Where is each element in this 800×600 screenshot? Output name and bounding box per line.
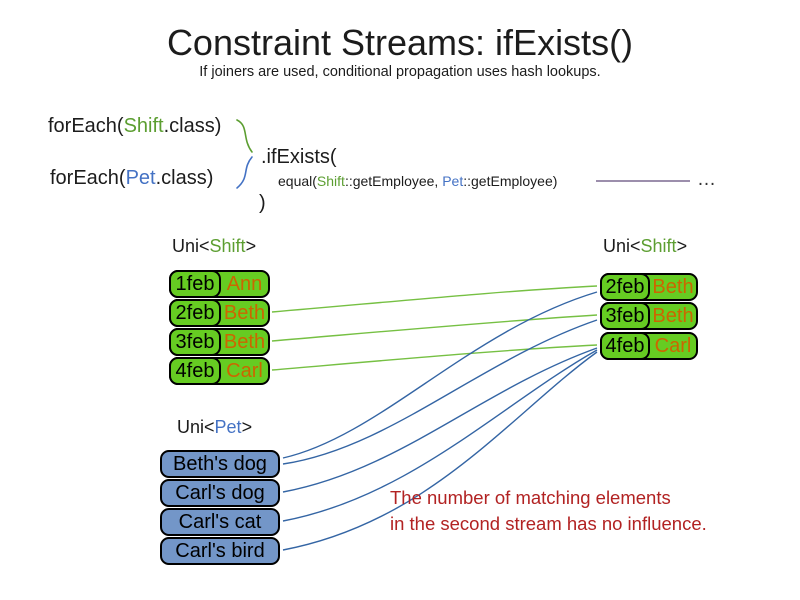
shift-row-2feb-beth: 2feb Beth [169,299,270,327]
pet-table-label: Uni<Pet> [177,417,252,438]
influence-note-line1: The number of matching elements [390,487,671,508]
left-shift-table-label: Uni<Shift> [172,236,256,257]
influence-note-line2: in the second stream has no influence. [390,513,707,534]
lookup-line-carlscat-4feb [282,349,598,522]
shift-date-cell: 3feb [600,302,650,330]
pet-row-carls-dog: Carl's dog [160,479,280,507]
shift-row-1feb-ann: 1feb Ann [169,270,270,298]
shift-row-4feb-carl: 4feb Carl [169,357,270,385]
shift-date-cell: 4feb [169,357,221,385]
brace-bottom-blue [236,156,253,189]
pet-row-carls-cat: Carl's cat [160,508,280,536]
shift-class-token: Shift [316,173,345,189]
code-text: ::getEmployee) [463,173,558,189]
shift-employee-cell: Carl [226,359,263,382]
shift-employee-cell: Beth [652,275,694,298]
pet-class-token: Pet [125,167,156,189]
influence-note: The number of matching elements in the s… [390,485,707,537]
shift-date-cell: 1feb [169,270,221,298]
result-row-3feb-beth: 3feb Beth [600,302,698,330]
shift-employee-cell: Ann [226,272,263,295]
shift-date-cell: 4feb [600,332,650,360]
code-text: forEach( [50,167,126,189]
label-shift-token: Shift [640,236,677,256]
match-line-3feb [271,314,598,342]
match-line-2feb [271,285,598,313]
shift-employee-cell: Beth [223,330,266,353]
shift-date-cell: 2feb [169,299,221,327]
page-title: Constraint Streams: ifExists() [166,22,634,63]
shift-row-3feb-beth: 3feb Beth [169,328,270,356]
brace-top-green [236,119,253,153]
shift-employee-cell: Beth [223,301,266,324]
code-equal-joiner: equal(Shift::getEmployee, Pet::getEmploy… [278,173,557,189]
label-shift-token: Shift [209,236,246,256]
code-text: .class) [155,167,214,189]
shift-date-cell: 3feb [169,328,221,356]
label-text: > [676,236,688,256]
code-close-paren: ) [259,192,266,214]
right-shift-table-label: Uni<Shift> [603,236,687,257]
label-text: > [241,417,253,437]
shift-date-cell: 2feb [600,273,650,301]
code-ifexists: .ifExists( [261,146,337,168]
label-pet-token: Pet [214,417,242,437]
lookup-line-bethsdog-3feb [282,319,598,465]
shift-employee-cell: Beth [652,304,694,327]
code-text: ::getEmployee, [344,173,443,189]
result-row-4feb-carl: 4feb Carl [600,332,698,360]
shift-employee-cell: Carl [654,334,692,357]
pet-row-beths-dog: Beth's dog [160,450,280,478]
label-text: > [245,236,257,256]
code-text: .class) [163,115,222,137]
lookup-line-carlsbird-4feb [282,351,598,551]
label-text: Uni< [177,417,215,437]
code-text: forEach( [48,115,124,137]
ellipsis: … [697,169,716,190]
pet-class-token: Pet [442,173,464,189]
code-foreach-shift: forEach(Shift.class) [48,115,221,138]
code-foreach-pet: forEach(Pet.class) [50,167,213,190]
lookup-line-bethsdog-2feb [282,291,598,459]
pet-row-carls-bird: Carl's bird [160,537,280,565]
result-row-2feb-beth: 2feb Beth [600,273,698,301]
code-text: equal( [278,173,317,189]
shift-class-token: Shift [123,115,164,137]
label-text: Uni< [172,236,210,256]
page-subtitle: If joiners are used, conditional propaga… [199,64,601,80]
lookup-line-carlsdog-4feb [282,347,598,493]
label-text: Uni< [603,236,641,256]
match-line-4feb [271,344,598,371]
